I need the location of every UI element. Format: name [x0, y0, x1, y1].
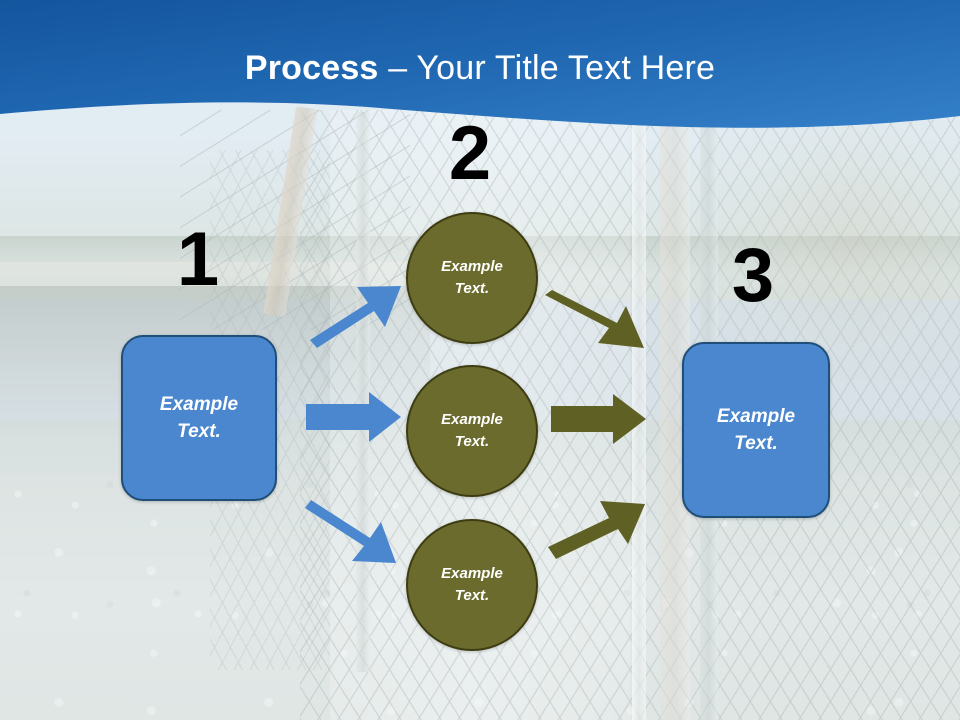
output-box-line1: Example: [716, 406, 796, 427]
arrow-input-to-circle-top: [310, 286, 401, 348]
process-circle-3-line1: Example: [441, 565, 503, 582]
arrow-input-to-circle-mid: [306, 392, 401, 442]
page-title: Process – Your Title Text Here: [0, 48, 960, 88]
process-circle-2[interactable]: Example Text.: [406, 365, 538, 497]
input-box[interactable]: Example Text.: [121, 335, 277, 501]
arrow-circle-bottom-to-output: [548, 501, 645, 559]
header-banner: [0, 0, 960, 128]
arrow-circle-mid-to-output: [551, 394, 646, 444]
step-number-2: 2: [448, 111, 492, 196]
step-number-3: 3: [731, 233, 775, 318]
arrow-circle-top-to-output: [545, 290, 644, 348]
arrow-input-to-circle-bottom: [305, 500, 396, 563]
process-circle-3[interactable]: Example Text.: [406, 519, 538, 651]
process-circle-2-line1: Example: [441, 411, 503, 428]
process-circle-2-text: Example Text.: [441, 409, 503, 453]
page-title-strong: Process: [244, 49, 379, 87]
page-title-separator: –: [378, 49, 417, 87]
input-box-line1: Example: [159, 394, 239, 415]
process-circle-3-text: Example Text.: [441, 563, 503, 607]
process-circle-2-line2: Text.: [454, 433, 490, 450]
process-circle-1[interactable]: Example Text.: [406, 212, 538, 344]
process-circle-1-line2: Text.: [454, 280, 490, 297]
input-box-text: Example Text.: [160, 391, 238, 445]
step-number-1: 1: [176, 217, 220, 302]
process-circle-3-line2: Text.: [454, 587, 490, 604]
process-circle-1-text: Example Text.: [441, 256, 503, 300]
page-title-light: Your Title Text Here: [416, 49, 716, 87]
output-box[interactable]: Example Text.: [682, 342, 830, 518]
output-box-text: Example Text.: [717, 403, 795, 457]
output-box-line2: Text.: [734, 433, 778, 454]
process-circle-1-line1: Example: [441, 258, 503, 275]
input-box-line2: Text.: [177, 421, 221, 442]
